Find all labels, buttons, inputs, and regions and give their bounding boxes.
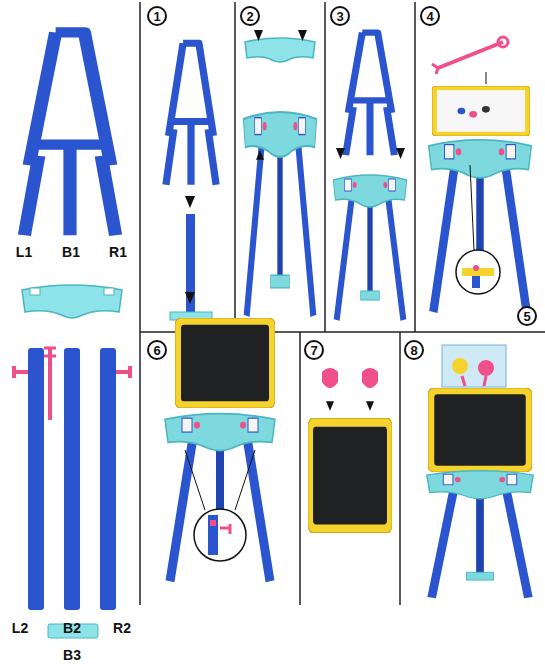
- part-label: L2: [12, 621, 28, 635]
- part-label: L1: [16, 245, 32, 259]
- step-number: 4: [420, 6, 440, 26]
- part-label: B3: [63, 648, 81, 662]
- part-label: B2: [63, 621, 81, 635]
- step-number: 3: [330, 6, 350, 26]
- step-number: 8: [404, 340, 424, 360]
- part-label: R1: [109, 245, 127, 259]
- step-number: 7: [304, 340, 324, 360]
- step-number: 2: [240, 6, 260, 26]
- part-label: R2: [113, 621, 131, 635]
- step-number: 1: [147, 6, 167, 26]
- step-number: 5: [517, 306, 537, 326]
- step-number: 6: [147, 340, 167, 360]
- part-label: B1: [62, 245, 80, 259]
